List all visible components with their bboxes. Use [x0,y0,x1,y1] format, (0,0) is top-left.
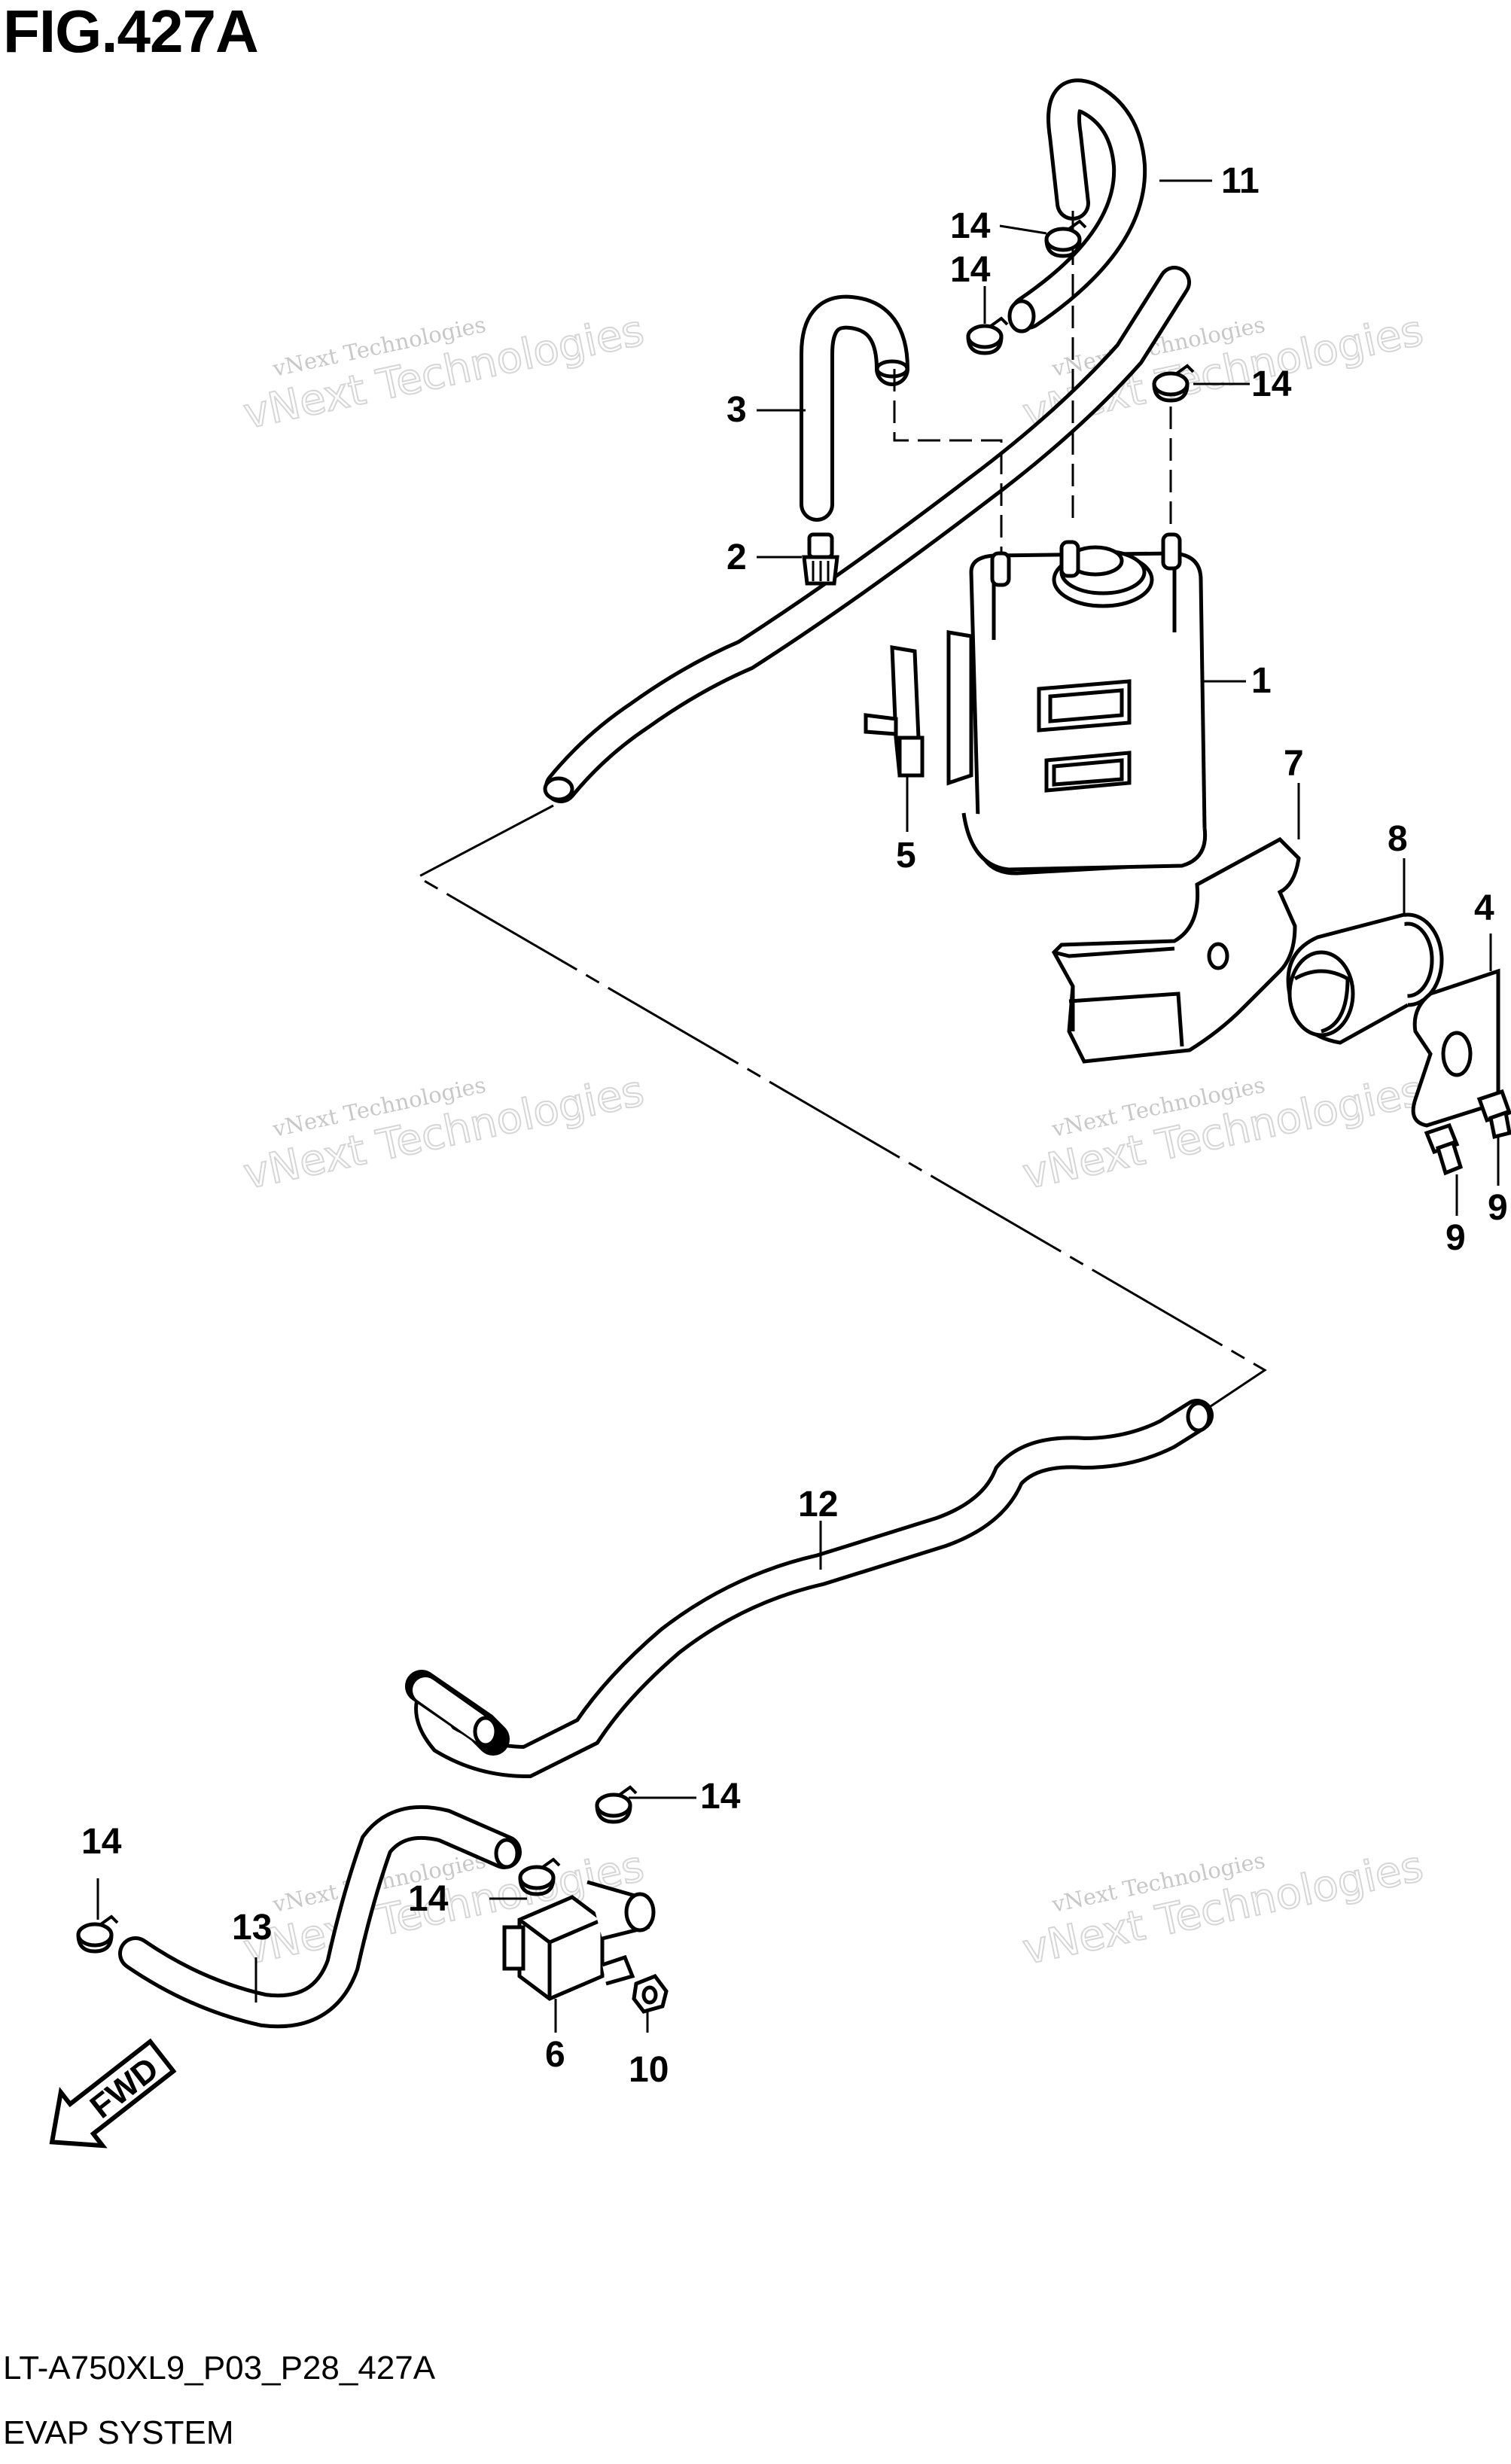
clamp-14d [597,1787,636,1822]
callout-12: 12 [798,1485,838,1524]
fwd-arrow-icon: FWD [49,2038,177,2149]
canister-1 [946,532,1208,876]
callout-9b: 9 [1488,1188,1508,1228]
callout-10: 10 [629,2050,669,2090]
callout-3: 3 [727,390,747,430]
footer-code: LT-A750XL9_P03_P28_427A [3,2350,436,2386]
footer-subtitle: EVAP SYSTEM [3,2414,234,2451]
callout-14e: 14 [408,1879,449,1919]
clamp-14b [968,318,1007,353]
callout-6: 6 [545,2035,565,2075]
callout-14a: 14 [950,206,991,246]
guide-lines [893,211,1172,557]
callout-labels: 11 14 14 14 3 2 1 5 7 8 4 9 9 12 14 14 1… [81,161,1508,2090]
callout-9a: 9 [1446,1218,1466,1258]
callout-14c: 14 [1251,364,1292,404]
holder-5 [864,645,925,778]
callout-4: 4 [1474,888,1494,928]
valve-6 [502,1880,656,2001]
hose-13 [118,1805,522,2029]
bolt-9b [1476,1089,1511,1140]
leader-lines [96,179,1500,2033]
hose-12-upper [543,266,1191,803]
cushion-8 [1286,912,1444,1045]
callout-5: 5 [896,836,916,876]
callout-8: 8 [1388,819,1408,859]
callout-14f: 14 [81,1822,122,1862]
callout-14b: 14 [950,250,991,290]
connection-leader-line [415,804,1267,1417]
figure-title: FIG.427A [3,0,259,65]
callout-1: 1 [1251,661,1272,701]
callout-13: 13 [232,1908,272,1948]
callout-11: 11 [1221,161,1260,201]
clamp-14f [78,1917,117,1951]
bolt-9a [1424,1122,1464,1176]
bracket-7 [1051,836,1301,1064]
callout-7: 7 [1284,744,1304,784]
callout-14d: 14 [700,1777,741,1817]
bracket-4 [1411,968,1500,1128]
callout-2: 2 [727,538,747,577]
hose-3 [800,294,909,522]
hose-12 [405,1399,1214,1779]
nut-10 [632,1973,669,2014]
grommet-2 [802,532,839,586]
hose-11 [1007,78,1147,334]
